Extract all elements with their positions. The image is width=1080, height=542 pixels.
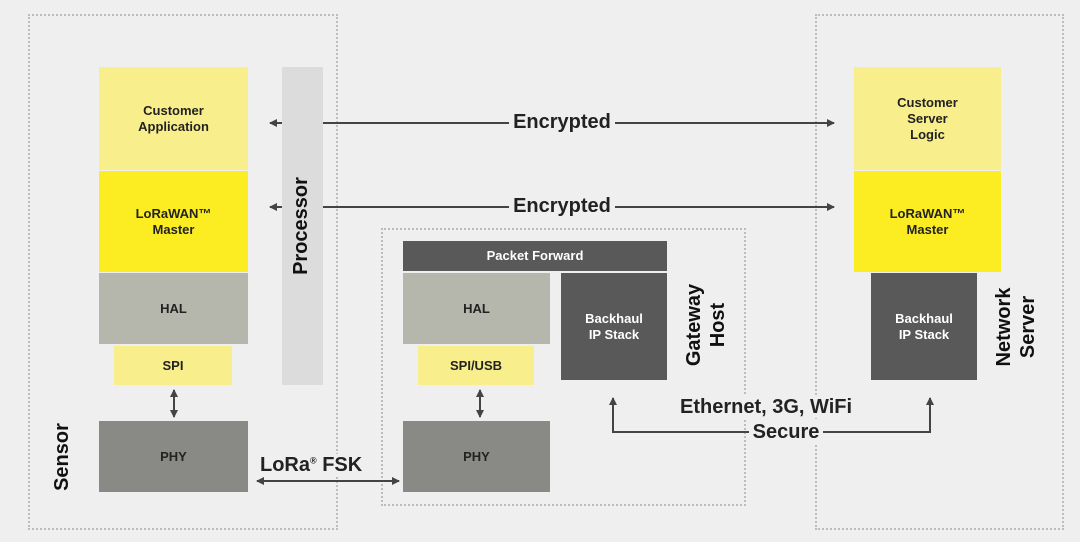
sensor-customer-application: Customer Application	[99, 67, 248, 170]
lora-fsk-label: LoRa® FSK	[260, 454, 363, 476]
sensor-lorawan-master: LoRaWAN™ Master	[99, 171, 248, 272]
encrypted-top-label: Encrypted	[509, 111, 615, 134]
server-customer-logic: Customer Server Logic	[854, 67, 1001, 170]
gateway-backhaul-ip-stack: Backhaul IP Stack	[561, 273, 667, 380]
network-server-zone	[815, 14, 1064, 530]
gateway-host-label: Gateway Host	[683, 283, 729, 367]
secure-label: Secure	[748, 421, 824, 444]
gateway-hal: HAL	[403, 273, 550, 344]
processor-label: Processor	[290, 177, 312, 275]
gateway-zone	[381, 228, 746, 506]
sensor-spi: SPI	[114, 346, 232, 385]
encrypted-mid-label: Encrypted	[509, 195, 615, 218]
gateway-packet-forward: Packet Forward	[403, 241, 667, 271]
sensor-hal: HAL	[99, 273, 248, 344]
sensor-label: Sensor	[51, 423, 73, 491]
sensor-phy: PHY	[99, 421, 248, 492]
sensor-zone	[28, 14, 338, 530]
network-server-label: Network Server	[993, 287, 1039, 367]
server-backhaul-ip-stack: Backhaul IP Stack	[871, 273, 977, 380]
ethernet-label: Ethernet, 3G, WiFi	[676, 396, 857, 418]
processor-bar	[282, 67, 323, 385]
gateway-phy: PHY	[403, 421, 550, 492]
gateway-spi-usb: SPI/USB	[418, 346, 534, 385]
server-lorawan-master: LoRaWAN™ Master	[854, 171, 1001, 272]
